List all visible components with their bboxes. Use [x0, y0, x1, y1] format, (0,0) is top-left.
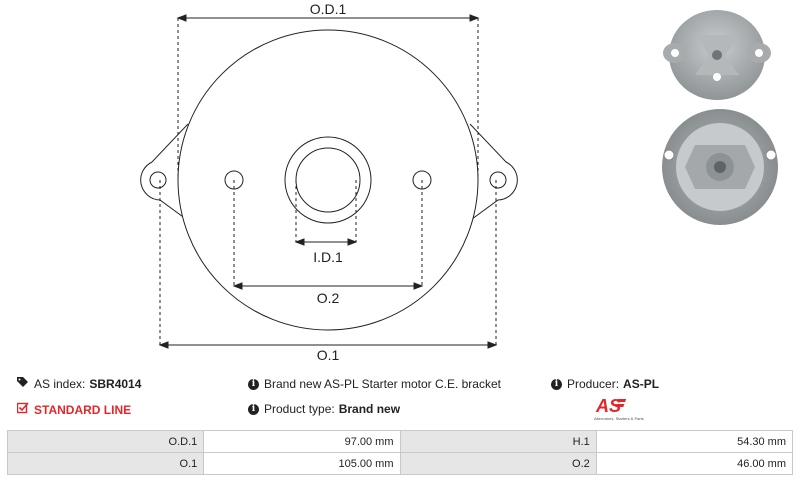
as-index-value: SBR4014 [89, 377, 142, 391]
id1-label: I.D.1 [313, 249, 343, 265]
bracket-body [177, 29, 479, 331]
product-photo-bottom [662, 109, 778, 225]
left-mounting-ear [140, 123, 191, 223]
as-index: AS index: SBR4014 [17, 377, 141, 391]
product-type: i Product type: Brand new [248, 402, 400, 416]
producer-label: Producer: [567, 377, 620, 391]
o2-label: O.2 [317, 290, 340, 306]
product-photo-top [663, 10, 771, 100]
info-icon: i [551, 378, 562, 390]
technical-drawing: O.D.1 I.D.1 O.2 O.1 [140, 1, 518, 363]
product-description: i Brand new AS-PL Starter motor C.E. bra… [248, 377, 501, 391]
spec-value: 54.30 mm [595, 430, 794, 453]
as-pl-logo: AS Alternators, Starters & Parts [594, 396, 644, 421]
checkbox-checked-icon [16, 402, 29, 417]
info-icon: i [248, 403, 259, 415]
table-row: O.1 105.00 mm O.2 46.00 mm [6, 452, 794, 475]
producer: i Producer: AS-PL [551, 377, 659, 391]
spec-label: O.1 [6, 452, 205, 475]
standard-line: STANDARD LINE [16, 402, 132, 417]
logo-tagline: Alternators, Starters & Parts [594, 416, 644, 421]
spec-value: 46.00 mm [595, 452, 794, 475]
tag-icon [17, 377, 29, 391]
od1-label: O.D.1 [310, 1, 347, 17]
table-row: O.D.1 97.00 mm H.1 54.30 mm [6, 430, 794, 453]
product-type-value: Brand new [338, 402, 401, 416]
spec-value: 105.00 mm [203, 452, 401, 475]
right-mounting-ear [467, 123, 518, 223]
description-text: Brand new AS-PL Starter motor C.E. brack… [264, 377, 501, 391]
spec-label: O.2 [399, 452, 597, 475]
hub-outer-ring [284, 136, 372, 224]
standard-line-label: STANDARD LINE [34, 402, 132, 417]
right-ear-hole [489, 171, 507, 189]
spec-value: 97.00 mm [203, 430, 401, 453]
left-ear-hole [149, 171, 167, 189]
spec-label: O.D.1 [6, 430, 205, 453]
logo-text: AS [595, 396, 621, 416]
product-type-label: Product type: [264, 402, 335, 416]
spec-label: H.1 [399, 430, 597, 453]
info-icon: i [248, 378, 259, 390]
as-index-label: AS index: [34, 377, 86, 391]
o1-label: O.1 [317, 347, 340, 363]
specs-table: O.D.1 97.00 mm H.1 54.30 mm O.1 105.00 m… [6, 430, 794, 475]
producer-value: AS-PL [623, 377, 660, 391]
